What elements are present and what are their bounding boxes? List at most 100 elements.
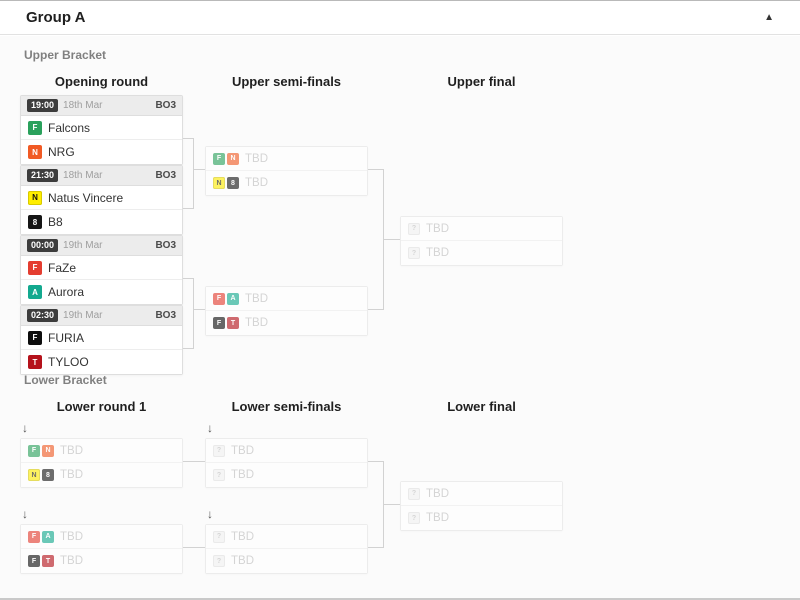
team-row-tbd[interactable]: F N TBD	[206, 147, 367, 171]
drop-down-arrow-icon: ↓	[22, 507, 28, 521]
team-row-tbd[interactable]: F N TBD	[21, 439, 182, 463]
team-name: TBD	[245, 292, 268, 305]
team-row-tbd[interactable]: F T TBD	[21, 549, 182, 573]
bracket-connector-line	[193, 169, 205, 170]
furia-logo-icon: F	[28, 330, 42, 345]
team-row-b8[interactable]: 8 B8	[21, 210, 182, 234]
team-name: Aurora	[48, 285, 85, 299]
team-row-aurora[interactable]: A Aurora	[21, 280, 182, 304]
team-row-tbd[interactable]: ? TBD	[401, 217, 562, 241]
match-date: 18th Mar	[63, 100, 103, 111]
team-name: TBD	[231, 444, 254, 457]
match-header: 02:30 19th Mar BO3	[21, 306, 182, 326]
match-lower-final[interactable]: ? TBD ? TBD	[400, 481, 563, 531]
drop-down-arrow-icon: ↓	[207, 421, 213, 435]
match-format-badge: BO3	[155, 310, 176, 321]
match-furia-vs-tyloo[interactable]: 02:30 19th Mar BO3 F FURIA T TYLOO	[20, 305, 183, 375]
match-lower-semi-1[interactable]: ? TBD ? TBD	[205, 438, 368, 488]
column-header-upper-final: Upper final	[447, 74, 516, 89]
collapse-caret-icon[interactable]: ▲	[764, 12, 774, 23]
team-row-tbd[interactable]: ? TBD	[206, 463, 367, 487]
team-name: TBD	[426, 512, 449, 524]
team-row-nrg[interactable]: N NRG	[21, 140, 182, 164]
team-row-tbd[interactable]: ? TBD	[206, 439, 367, 463]
team-name: TBD	[231, 469, 254, 481]
tyloo-logo-icon: T	[28, 355, 42, 369]
match-navi-vs-b8[interactable]: 21:30 18th Mar BO3 N Natus Vincere 8 B8	[20, 165, 183, 235]
team-name: NRG	[48, 145, 75, 159]
bracket-connector-line	[183, 461, 205, 462]
team-name: Falcons	[48, 120, 91, 135]
match-upper-semi-2[interactable]: F A TBD F T TBD	[205, 286, 368, 336]
match-upper-semi-1[interactable]: F N TBD N 8 TBD	[205, 146, 368, 196]
match-upper-final[interactable]: ? TBD ? TBD	[400, 216, 563, 266]
bracket-content: Upper Bracket Opening round Upper semi-f…	[0, 36, 800, 598]
bracket-connector-line	[368, 169, 384, 170]
match-date: 18th Mar	[63, 170, 103, 181]
team-row-tbd[interactable]: F A TBD	[21, 525, 182, 549]
bracket-connector-line	[383, 504, 400, 505]
team-name: B8	[48, 215, 63, 229]
match-lower-semi-2[interactable]: ? TBD ? TBD	[205, 524, 368, 574]
team-name: Natus Vincere	[48, 190, 124, 205]
nrg-logo-icon: N	[227, 152, 239, 165]
match-date: 19th Mar	[63, 240, 103, 251]
drop-down-arrow-icon: ↓	[22, 421, 28, 435]
navi-logo-icon: N	[28, 190, 42, 205]
team-row-tbd[interactable]: F A TBD	[206, 287, 367, 311]
unknown-team-icon: ?	[408, 222, 420, 235]
unknown-team-icon: ?	[213, 555, 225, 567]
group-header[interactable]: Group A ▲	[0, 1, 800, 35]
team-row-tbd[interactable]: ? TBD	[401, 482, 562, 506]
team-name: TBD	[60, 444, 83, 457]
match-lower-round1-2[interactable]: F A TBD F T TBD	[20, 524, 183, 574]
match-format-badge: BO3	[155, 100, 176, 111]
team-row-faze[interactable]: F FaZe	[21, 256, 182, 280]
team-name: TYLOO	[48, 355, 89, 369]
team-row-tbd[interactable]: F T TBD	[206, 311, 367, 335]
team-row-natus-vincere[interactable]: N Natus Vincere	[21, 186, 182, 210]
unknown-team-icon: ?	[213, 469, 225, 481]
match-lower-round1-1[interactable]: F N TBD N 8 TBD	[20, 438, 183, 488]
tyloo-logo-icon: T	[42, 555, 54, 567]
aurora-logo-icon: A	[28, 285, 42, 299]
match-format-badge: BO3	[155, 240, 176, 251]
team-name: FaZe	[48, 260, 77, 275]
group-title: Group A	[26, 9, 86, 26]
team-name: TBD	[245, 317, 268, 329]
lower-bracket-label: Lower Bracket	[24, 373, 107, 387]
nrg-logo-icon: N	[42, 444, 54, 457]
team-row-tbd[interactable]: ? TBD	[401, 241, 562, 265]
match-falcons-vs-nrg[interactable]: 19:00 18th Mar BO3 F Falcons N NRG	[20, 95, 183, 165]
match-time-badge: 00:00	[27, 239, 59, 252]
match-time-badge: 21:30	[27, 169, 59, 182]
team-row-tbd[interactable]: ? TBD	[401, 506, 562, 530]
team-name: TBD	[231, 530, 254, 543]
team-name: TBD	[426, 487, 449, 500]
team-row-tyloo[interactable]: T TYLOO	[21, 350, 182, 374]
bracket-connector-line	[368, 547, 384, 548]
team-row-tbd[interactable]: N 8 TBD	[206, 171, 367, 195]
match-faze-vs-aurora[interactable]: 00:00 19th Mar BO3 F FaZe A Aurora	[20, 235, 183, 305]
team-name: TBD	[60, 530, 83, 543]
team-name: TBD	[426, 247, 449, 259]
column-header-lower-round-1: Lower round 1	[56, 399, 147, 414]
bracket-connector-line	[383, 239, 400, 240]
team-row-tbd[interactable]: ? TBD	[206, 549, 367, 573]
team-name: TBD	[426, 222, 449, 235]
b8-logo-icon: 8	[42, 469, 54, 481]
team-name: TBD	[245, 152, 268, 165]
team-row-tbd[interactable]: ? TBD	[206, 525, 367, 549]
b8-logo-icon: 8	[227, 177, 239, 189]
match-header: 00:00 19th Mar BO3	[21, 236, 182, 256]
team-name: TBD	[60, 469, 83, 481]
team-row-falcons[interactable]: F Falcons	[21, 116, 182, 140]
bracket-connector-line	[183, 278, 194, 279]
faze-logo-icon: F	[28, 260, 42, 275]
team-row-tbd[interactable]: N 8 TBD	[21, 463, 182, 487]
match-time-badge: 19:00	[27, 99, 59, 112]
unknown-team-icon: ?	[213, 530, 225, 543]
falcons-logo-icon: F	[213, 152, 225, 165]
team-row-furia[interactable]: F FURIA	[21, 326, 182, 350]
falcons-logo-icon: F	[28, 444, 40, 457]
